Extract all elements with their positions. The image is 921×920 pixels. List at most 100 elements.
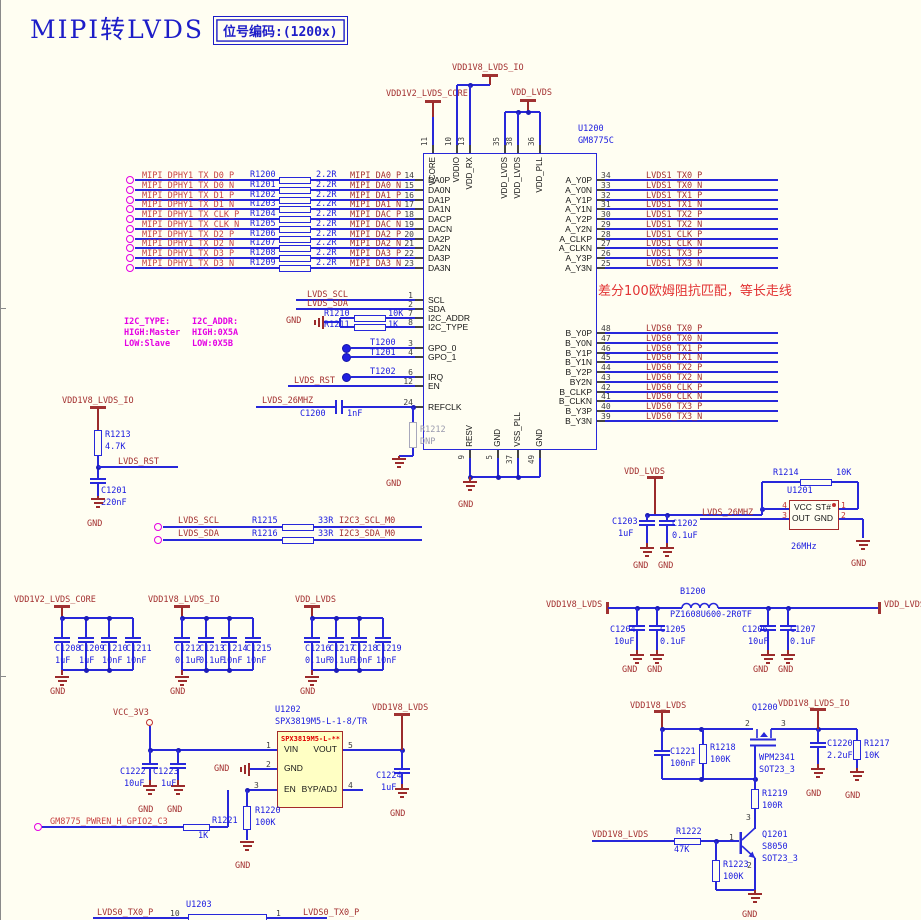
gnd-symbol[interactable] — [91, 498, 105, 500]
transistor-Q1201[interactable] — [736, 818, 766, 864]
power-port[interactable] — [810, 708, 826, 711]
gnd-symbol[interactable] — [640, 547, 654, 549]
resistor-R1221[interactable] — [183, 823, 210, 831]
gnd-symbol[interactable] — [240, 766, 242, 772]
capacitor-C1224[interactable] — [394, 772, 410, 775]
net-port[interactable] — [126, 264, 134, 272]
u1201-body[interactable] — [789, 500, 839, 530]
capacitor-C1207[interactable] — [780, 625, 796, 628]
gnd-symbol[interactable] — [660, 547, 674, 549]
capacitor-c1223[interactable] — [170, 763, 186, 766]
testpoint-T1200[interactable] — [341, 343, 351, 353]
power-port[interactable] — [482, 74, 498, 77]
capacitor-C1202[interactable] — [659, 520, 675, 523]
resistor-R1208[interactable] — [279, 254, 311, 262]
testpoint-T1201[interactable] — [341, 352, 351, 362]
resistor-R1213[interactable] — [94, 430, 102, 456]
net-port[interactable] — [126, 205, 134, 213]
resistor-R1223[interactable] — [712, 860, 720, 882]
net-port[interactable] — [154, 536, 162, 544]
capacitor-C1220[interactable] — [810, 742, 826, 745]
net-port[interactable] — [126, 196, 134, 204]
capacitor-C1224[interactable] — [394, 768, 410, 771]
power-port[interactable] — [647, 476, 663, 479]
capacitor-C1209[interactable] — [78, 637, 94, 640]
capacitor-C1216[interactable] — [304, 641, 320, 644]
resistor-R1209[interactable] — [279, 264, 311, 272]
u1202-body[interactable] — [277, 731, 343, 808]
capacitor-C1202[interactable] — [659, 524, 675, 527]
resistor-R1203[interactable] — [279, 205, 311, 213]
gnd-symbol[interactable] — [395, 788, 409, 790]
resistor-R1200[interactable] — [279, 176, 311, 184]
capacitor-C1221[interactable] — [654, 754, 670, 757]
resistor-R1202[interactable] — [279, 196, 311, 204]
gnd-symbol[interactable] — [811, 768, 825, 770]
capacitor-C1221[interactable] — [654, 750, 670, 753]
resistor-R1219[interactable] — [751, 789, 759, 809]
power-port[interactable] — [304, 605, 320, 608]
resistor-R1210[interactable] — [354, 314, 386, 322]
gnd-symbol[interactable] — [463, 481, 477, 483]
capacitor-C1210[interactable] — [101, 637, 117, 640]
capacitor-C1217[interactable] — [328, 641, 344, 644]
capacitor-c1222[interactable] — [142, 763, 158, 766]
power-port[interactable] — [146, 719, 153, 726]
resistor-R1204[interactable] — [279, 215, 311, 223]
capacitor-C1217[interactable] — [328, 637, 344, 640]
capacitor-C1214[interactable] — [221, 637, 237, 640]
resistor-R1218[interactable] — [699, 744, 707, 764]
gnd-symbol[interactable] — [850, 771, 864, 773]
capacitor-c1222[interactable] — [142, 767, 158, 770]
gnd-symbol[interactable] — [392, 458, 406, 460]
net-port[interactable] — [34, 823, 42, 831]
u1203-body[interactable] — [188, 914, 267, 920]
gnd-symbol[interactable] — [55, 676, 69, 678]
gnd-symbol[interactable] — [240, 841, 254, 843]
capacitor-C1208[interactable] — [54, 641, 70, 644]
capacitor-C1201[interactable] — [90, 482, 106, 485]
net-port[interactable] — [126, 254, 134, 262]
gnd-symbol[interactable] — [856, 540, 870, 542]
power-port[interactable] — [54, 605, 70, 608]
capacitor-C1220[interactable] — [810, 746, 826, 749]
capacitor-C1200[interactable] — [340, 400, 343, 414]
resistor-R1207[interactable] — [279, 244, 311, 252]
gnd-symbol[interactable] — [650, 654, 664, 656]
capacitor-C1213[interactable] — [198, 637, 214, 640]
capacitor-C1211[interactable] — [125, 641, 141, 644]
power-port[interactable] — [520, 99, 536, 102]
resistor-R1212[interactable] — [409, 422, 417, 448]
capacitor-C1204[interactable] — [629, 629, 645, 632]
capacitor-C1215[interactable] — [245, 641, 261, 644]
gnd-symbol[interactable] — [761, 654, 775, 656]
capacitor-C1206[interactable] — [760, 625, 776, 628]
power-port[interactable] — [174, 605, 190, 608]
resistor-R1206[interactable] — [279, 235, 311, 243]
capacitor-C1200[interactable] — [335, 400, 338, 414]
gnd-symbol[interactable] — [171, 785, 185, 787]
power-port[interactable] — [425, 100, 441, 103]
capacitor-c1223[interactable] — [170, 767, 186, 770]
capacitor-C1216[interactable] — [304, 637, 320, 640]
net-port[interactable] — [126, 215, 134, 223]
capacitor-C1210[interactable] — [101, 641, 117, 644]
capacitor-C1212[interactable] — [174, 641, 190, 644]
resistor-R1216[interactable] — [282, 536, 314, 544]
capacitor-C1201[interactable] — [90, 478, 106, 481]
gnd-symbol[interactable] — [175, 676, 189, 678]
capacitor-C1218[interactable] — [351, 637, 367, 640]
transistor-Q1200[interactable] — [742, 712, 786, 752]
net-port[interactable] — [126, 235, 134, 243]
power-port[interactable] — [394, 713, 410, 716]
capacitor-C1204[interactable] — [629, 625, 645, 628]
capacitor-C1206[interactable] — [760, 629, 776, 632]
resistor-R1222[interactable] — [674, 837, 701, 845]
power-port[interactable] — [90, 406, 106, 409]
net-port[interactable] — [126, 186, 134, 194]
gnd-symbol[interactable] — [781, 654, 795, 656]
resistor-R1211[interactable] — [354, 323, 386, 331]
capacitor-C1219[interactable] — [375, 637, 391, 640]
power-port[interactable] — [606, 602, 609, 614]
resistor-R1201[interactable] — [279, 186, 311, 194]
